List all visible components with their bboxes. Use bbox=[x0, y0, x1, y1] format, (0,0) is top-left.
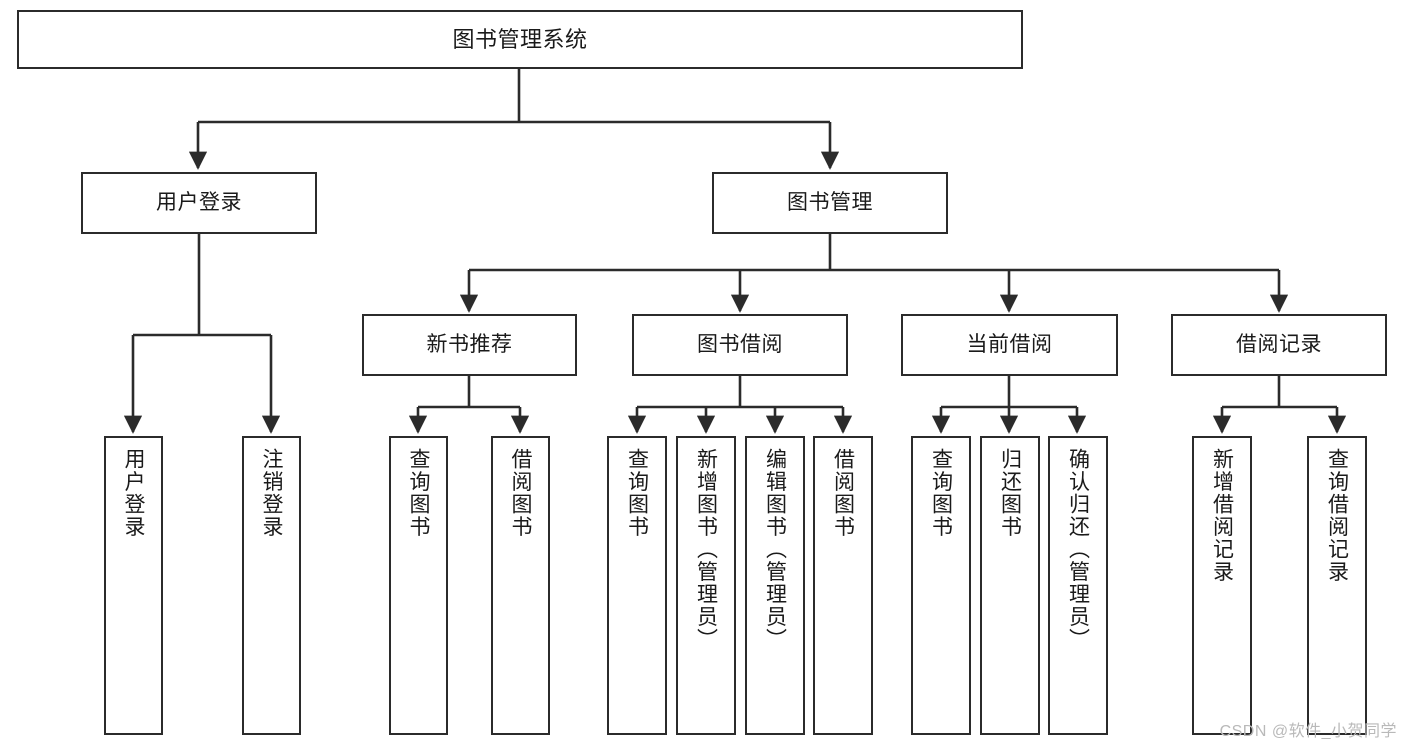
node-leaf-return-book[interactable]: 归还图书 bbox=[980, 436, 1040, 735]
node-user-login[interactable]: 用户登录 bbox=[81, 172, 317, 234]
node-book-borrow[interactable]: 图书借阅 bbox=[632, 314, 848, 376]
node-borrow-record[interactable]: 借阅记录 bbox=[1171, 314, 1387, 376]
node-leaf-logout-login[interactable]: 注销登录 bbox=[242, 436, 301, 735]
node-leaf-edit-book[interactable]: 编辑图书（管理员） bbox=[745, 436, 805, 735]
node-leaf-add-book[interactable]: 新增图书（管理员） bbox=[676, 436, 736, 735]
node-leaf-query-book-2[interactable]: 查询图书 bbox=[607, 436, 667, 735]
watermark: CSDN @软件_小贺同学 bbox=[1219, 723, 1397, 740]
node-user-login-label: 用户登录 bbox=[156, 190, 242, 214]
node-leaf-query-book-1[interactable]: 查询图书 bbox=[389, 436, 448, 735]
node-leaf-query-book-3[interactable]: 查询图书 bbox=[911, 436, 971, 735]
node-leaf-borrow-book-1[interactable]: 借阅图书 bbox=[491, 436, 550, 735]
node-leaf-query-book-1-label: 查询图书 bbox=[407, 448, 431, 538]
node-book-manage-label: 图书管理 bbox=[787, 190, 873, 214]
node-book-manage[interactable]: 图书管理 bbox=[712, 172, 948, 234]
node-leaf-query-record-label: 查询借阅记录 bbox=[1325, 448, 1349, 583]
node-borrow-record-label: 借阅记录 bbox=[1236, 332, 1322, 356]
node-leaf-return-book-label: 归还图书 bbox=[998, 448, 1022, 538]
node-leaf-borrow-book-2[interactable]: 借阅图书 bbox=[813, 436, 873, 735]
node-leaf-add-record-label: 新增借阅记录 bbox=[1210, 448, 1234, 583]
node-leaf-logout-login-label: 注销登录 bbox=[260, 448, 284, 538]
node-root[interactable]: 图书管理系统 bbox=[17, 10, 1023, 69]
node-current-borrow-label: 当前借阅 bbox=[966, 332, 1053, 356]
node-current-borrow[interactable]: 当前借阅 bbox=[901, 314, 1118, 376]
node-new-book-recommend[interactable]: 新书推荐 bbox=[362, 314, 577, 376]
node-leaf-edit-book-label: 编辑图书（管理员） bbox=[763, 448, 787, 651]
node-leaf-confirm-return-label: 确认归还（管理员） bbox=[1066, 448, 1090, 651]
node-leaf-borrow-book-2-label: 借阅图书 bbox=[831, 448, 855, 538]
node-new-book-recommend-label: 新书推荐 bbox=[426, 332, 513, 356]
node-leaf-confirm-return[interactable]: 确认归还（管理员） bbox=[1048, 436, 1108, 735]
node-root-label: 图书管理系统 bbox=[452, 26, 588, 52]
node-leaf-add-book-label: 新增图书（管理员） bbox=[694, 448, 718, 651]
node-leaf-user-login-label: 用户登录 bbox=[122, 448, 146, 538]
node-book-borrow-label: 图书借阅 bbox=[697, 332, 783, 356]
node-leaf-add-record[interactable]: 新增借阅记录 bbox=[1192, 436, 1252, 735]
node-leaf-query-record[interactable]: 查询借阅记录 bbox=[1307, 436, 1367, 735]
node-leaf-user-login[interactable]: 用户登录 bbox=[104, 436, 163, 735]
node-leaf-query-book-2-label: 查询图书 bbox=[625, 448, 649, 538]
node-leaf-query-book-3-label: 查询图书 bbox=[929, 448, 953, 538]
node-leaf-borrow-book-1-label: 借阅图书 bbox=[509, 448, 533, 538]
